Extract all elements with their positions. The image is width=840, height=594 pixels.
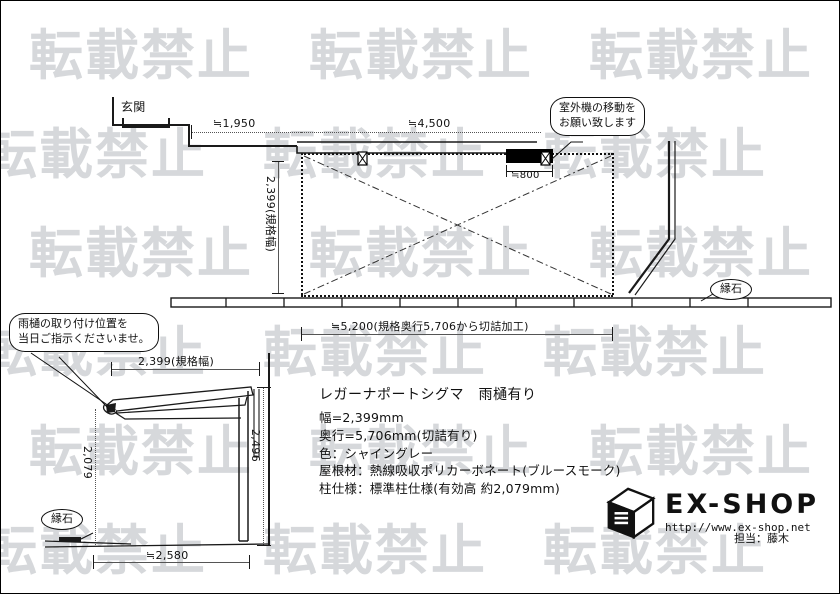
- ground-slope: [44, 540, 132, 545]
- dim-line-2399-elev: [111, 369, 259, 370]
- dim-tick-2496-bottom: [257, 545, 271, 546]
- post-marker-left: [357, 151, 368, 166]
- gutter-leader-b: [58, 356, 110, 410]
- callout-curb-plan: 縁石: [710, 279, 752, 300]
- callout-curb-plan-text: 縁石: [720, 282, 742, 295]
- dim-line-800: [506, 171, 552, 172]
- brand-logo: EX-SHOP http://www.ex-shop.net: [601, 485, 819, 541]
- curb-joints: [225, 298, 749, 307]
- brand-name: EX-SHOP: [665, 489, 820, 520]
- outdoor-unit-leader: [551, 141, 583, 160]
- side-panel: [253, 389, 260, 458]
- gutter-leader-a: [30, 352, 110, 407]
- callout-gutter-line1: 雨樋の取り付け位置を: [18, 317, 128, 330]
- callout-gutter-line2: 当日ご指示くださいませ。: [18, 331, 150, 345]
- plan-boundary-right: [612, 153, 614, 295]
- dim-tick-2399e-right: [259, 362, 260, 376]
- spec-line-color: 色：シャイングレー: [319, 445, 434, 461]
- carport-back-wall: [296, 146, 531, 154]
- dim-tick-5200-right: [612, 327, 613, 341]
- dim-extension-4500: [301, 132, 541, 133]
- dim-line-2399-plan: [278, 161, 279, 293]
- entrance-label: 玄関: [121, 100, 146, 114]
- dim-tick-800-right: [552, 165, 553, 177]
- dim-label-2580: ≒2,580: [146, 549, 189, 562]
- curb-leader-elevation: [80, 532, 94, 540]
- plan-boundary-top: [301, 153, 613, 155]
- callout-outdoor-unit-line1: 室外機の移動を: [559, 101, 636, 114]
- dim-tick-2399e-left: [111, 362, 112, 376]
- dim-line-2496: [263, 387, 264, 545]
- curb-block-elevation: [59, 537, 81, 542]
- dim-tick-2580-right: [249, 555, 250, 569]
- entrance-step: [122, 118, 170, 128]
- dim-tick-800-left: [506, 165, 507, 177]
- callout-curb-elevation-text: 縁石: [51, 512, 73, 525]
- callout-outdoor-unit-line2: お願い致します: [559, 115, 636, 129]
- staff-label: 担当：藤木: [734, 532, 789, 545]
- dim-tick-5200-left: [301, 327, 302, 341]
- roof-beam: [110, 409, 242, 420]
- dim-line-2079: [95, 409, 96, 545]
- dim-tick-2399-bottom: [272, 293, 284, 294]
- spec-line-roof-material: 屋根材：熱線吸収ポリカーボネート(ブルースモーク): [319, 463, 621, 479]
- plan-boundary-left: [301, 153, 303, 295]
- post-marker-right: [540, 151, 551, 166]
- dim-extension-1950: [191, 132, 301, 133]
- dim-label-4500: ≒4,500: [408, 117, 451, 130]
- right-wall-inner: [634, 141, 676, 296]
- callout-curb-elevation: 縁石: [41, 509, 83, 530]
- brand-url: http://www.ex-shop.net: [665, 521, 811, 534]
- plan-diagonal-b: [303, 155, 612, 295]
- box-cube-icon: [606, 487, 656, 540]
- dim-label-5200: ≒5,200(規格奥行5,706から切詰加工): [331, 320, 529, 333]
- ground-line: [44, 543, 270, 548]
- spec-title: レガーナポートシグマ 雨樋有り: [319, 387, 537, 403]
- house-wall-outline: [112, 97, 297, 147]
- spec-line-post-spec: 柱仕様：標準柱仕様(有効高 約2,079mm): [319, 481, 560, 496]
- right-wall: [628, 141, 671, 294]
- dim-tick-2580-left: [93, 555, 94, 569]
- dim-tick-1950-left: [191, 125, 192, 139]
- spec-line-width: 幅=2,399mm: [319, 410, 404, 425]
- dim-line-2580: [93, 562, 249, 563]
- plan-boundary-bottom: [301, 295, 613, 297]
- curb-leader: [700, 293, 714, 302]
- dim-label-2399-elev: 2,399(規格幅): [138, 355, 215, 368]
- curb-band: [170, 297, 832, 308]
- dim-label-800: ≒800: [511, 170, 540, 181]
- product-spec-block: レガーナポートシグマ 雨樋有り 幅=2,399mm 奥行=5,706mm(切詰有…: [319, 384, 621, 498]
- callout-outdoor-unit: 室外機の移動を お願い致します: [550, 97, 645, 136]
- spec-line-depth: 奥行=5,706mm(切詰有り): [319, 427, 478, 443]
- dim-label-1950: ≒1,950: [213, 117, 256, 130]
- dim-tick-2496-top: [257, 387, 271, 388]
- roof-panel-upper: [105, 386, 254, 412]
- dim-tick-2399-top: [272, 161, 284, 162]
- dim-line-5200: [301, 334, 613, 335]
- callout-gutter: 雨樋の取り付け位置を 当日ご指示くださいませ。: [9, 313, 159, 352]
